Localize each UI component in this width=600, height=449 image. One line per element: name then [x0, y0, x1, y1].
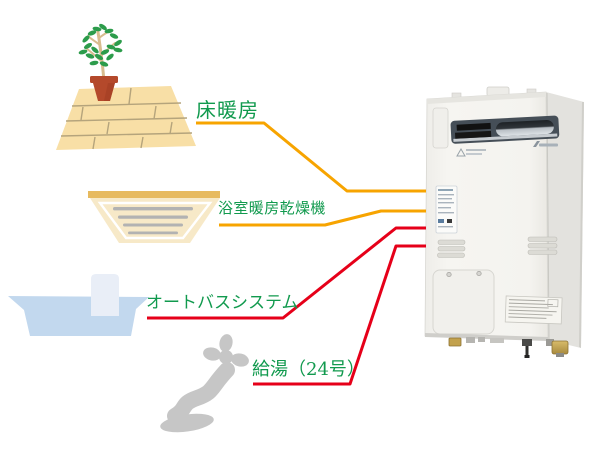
- heater-warning-label: [456, 147, 486, 157]
- faucet-outlet: [160, 413, 214, 433]
- callout-lines: [147, 121, 426, 386]
- ceiling-dryer-illustration: [88, 191, 220, 243]
- callout-label-auto-bath: オートバスシステム: [146, 293, 299, 313]
- flower-pot: [90, 76, 118, 101]
- heater-access-panel: [432, 269, 495, 335]
- heater-pipe-fittings: [448, 337, 569, 358]
- floor-with-plant-illustration: [56, 23, 196, 150]
- bathtub-body: [8, 296, 149, 336]
- potted-plant: [78, 23, 123, 101]
- heater-rating-sticker: [435, 185, 458, 234]
- faucet-spout: [167, 362, 235, 424]
- plant-leaves: [78, 23, 123, 67]
- callout-label-bathroom-dryer: 浴室暖房乾燥機: [218, 199, 326, 217]
- bath-towel: [91, 274, 119, 316]
- ceiling-vent-slats: [113, 207, 193, 235]
- heater-exhaust-slot: [450, 115, 560, 144]
- hot-water-line: [253, 244, 426, 386]
- heater-brand-logo: [533, 141, 558, 147]
- heater-bottom-strip: [425, 333, 548, 341]
- bathroom-dryer-line: [219, 209, 426, 227]
- heater-top-lip: [427, 92, 546, 104]
- vent-grille-right: [527, 236, 558, 255]
- heater-side-panel: [546, 92, 584, 348]
- heater-vent-grilles: [437, 236, 558, 258]
- ceiling-gold-bar: [88, 191, 220, 198]
- bathtub-illustration: [8, 274, 149, 336]
- faucet-illustration: [160, 334, 249, 433]
- heater-small-left-panel: [432, 107, 449, 149]
- heater-spec-label: [504, 295, 563, 325]
- floor-heating-line: [196, 121, 426, 193]
- callout-label-hot-water: 給湯（24号）: [252, 359, 365, 380]
- callout-label-floor-heating: 床暖房: [196, 98, 259, 122]
- floor-plank-lines: [60, 87, 193, 150]
- ceiling-unit-inner-frame: [97, 201, 213, 240]
- ceiling-unit-body: [90, 198, 220, 243]
- wall-mounted-water-heater-photo: [424, 86, 584, 358]
- heater-side-edge: [579, 102, 584, 348]
- vent-grille-left: [437, 239, 466, 258]
- auto-bath-line: [147, 226, 426, 320]
